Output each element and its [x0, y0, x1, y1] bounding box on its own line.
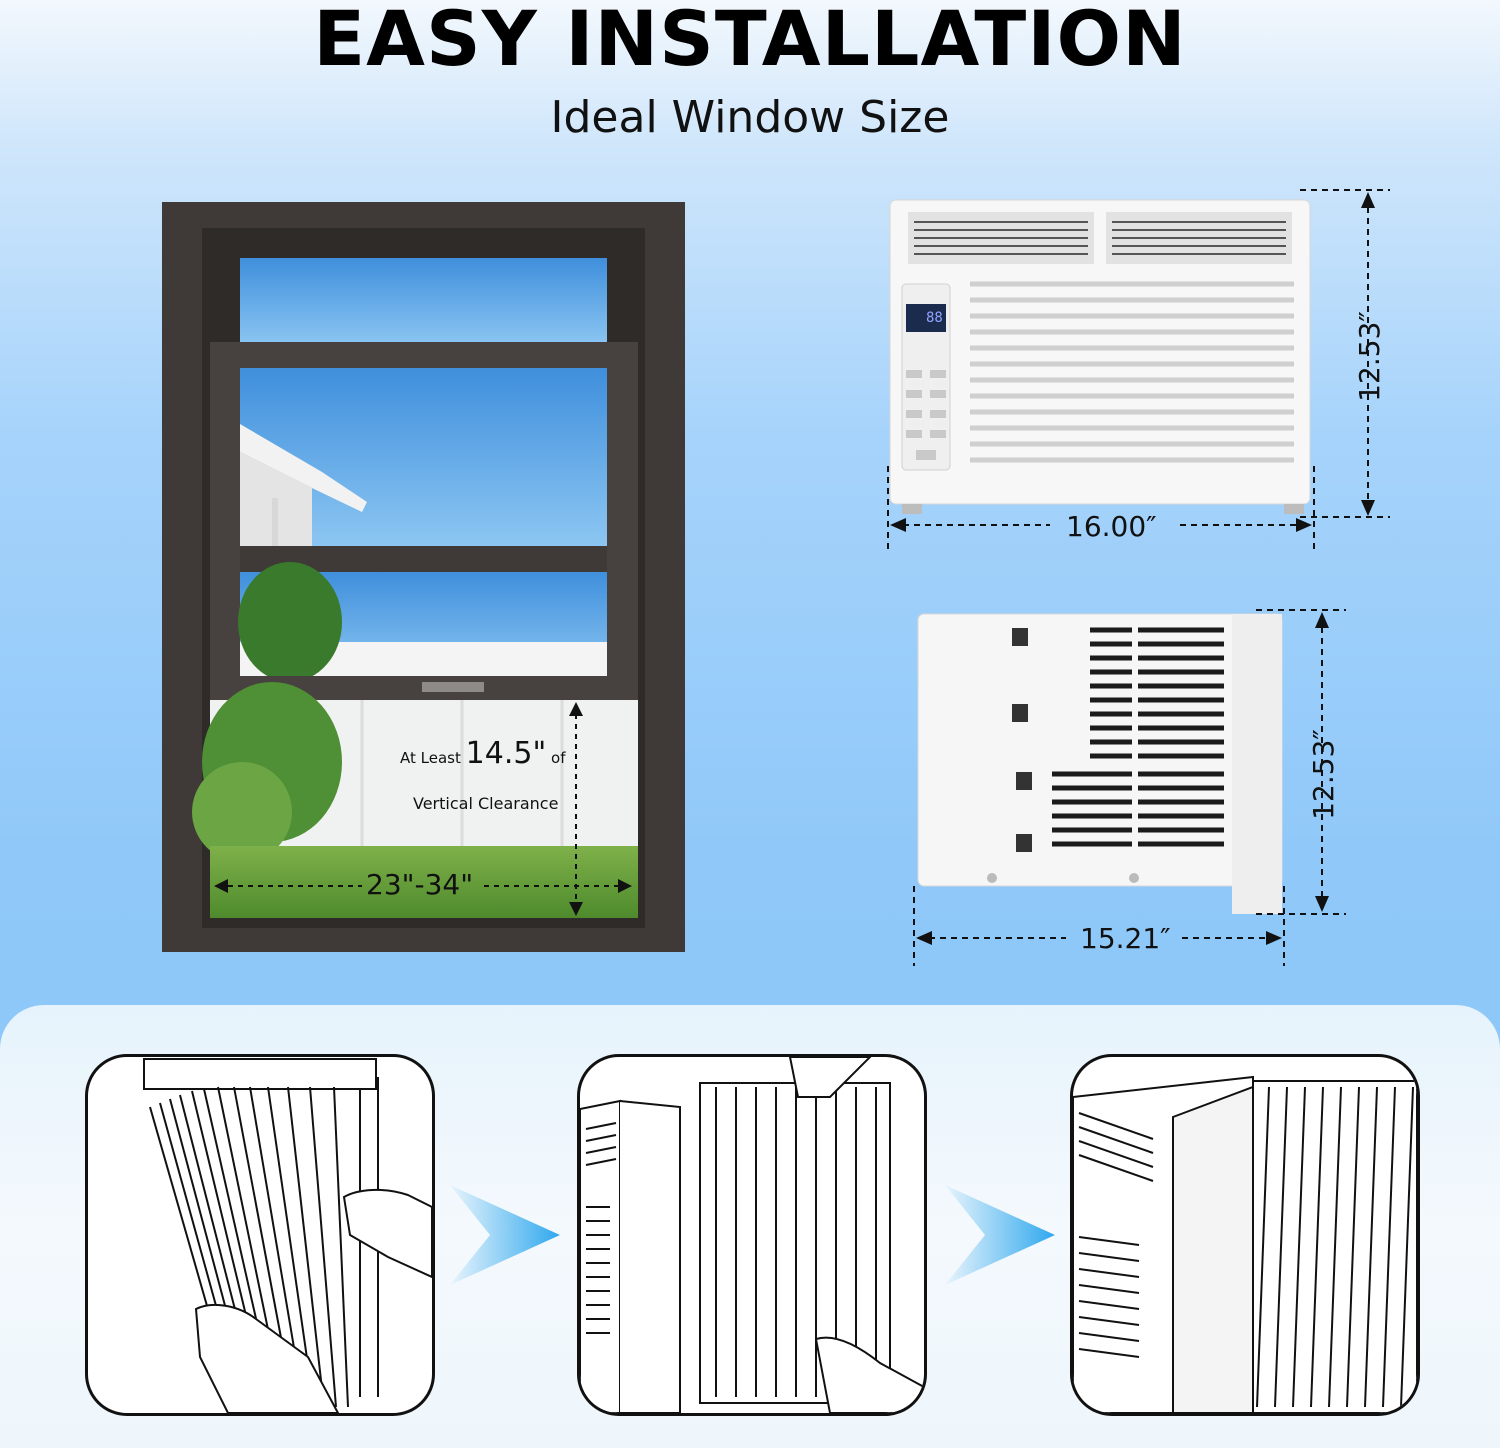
ac-side-view	[912, 608, 1288, 918]
curtain-panel-attach-icon	[580, 1057, 924, 1413]
curtain-panel-extend-icon	[143, 1058, 432, 1413]
next-step-arrow-icon-2	[945, 1185, 1055, 1285]
ac-front-illustration	[889, 199, 1311, 514]
ac-front-dimensions	[887, 189, 1390, 554]
ac-front-view	[886, 188, 1314, 523]
clearance-label: At Least 14.5" of	[400, 736, 566, 771]
page-subtitle: Ideal Window Size	[550, 92, 950, 143]
ac-front-height: 12.53″	[1352, 311, 1386, 402]
page-title: EASY INSTALLATION	[313, 0, 1187, 83]
window-illustration	[162, 202, 685, 952]
ac-front-width: 16.00″	[1066, 510, 1157, 543]
clearance-suffix: of	[551, 749, 566, 767]
window-diagram	[162, 202, 685, 952]
clearance-prefix: At Least	[400, 749, 461, 767]
curtain-panel-installed-icon	[1073, 1075, 1417, 1413]
ac-side-dimensions	[913, 609, 1346, 966]
ac-side-height: 12.53″	[1306, 729, 1340, 820]
step-3-card	[1070, 1054, 1420, 1416]
step-1-card	[85, 1054, 435, 1416]
ac-side-width: 15.21″	[1080, 922, 1171, 955]
ac-side-illustration	[917, 613, 1283, 914]
clearance-value: 14.5"	[465, 736, 547, 771]
ac-display: 88	[926, 310, 943, 326]
next-step-arrow-icon	[450, 1185, 560, 1285]
clearance-caption: Vertical Clearance	[413, 794, 559, 813]
step-2-card	[577, 1054, 927, 1416]
window-width-range: 23"-34"	[366, 868, 474, 901]
